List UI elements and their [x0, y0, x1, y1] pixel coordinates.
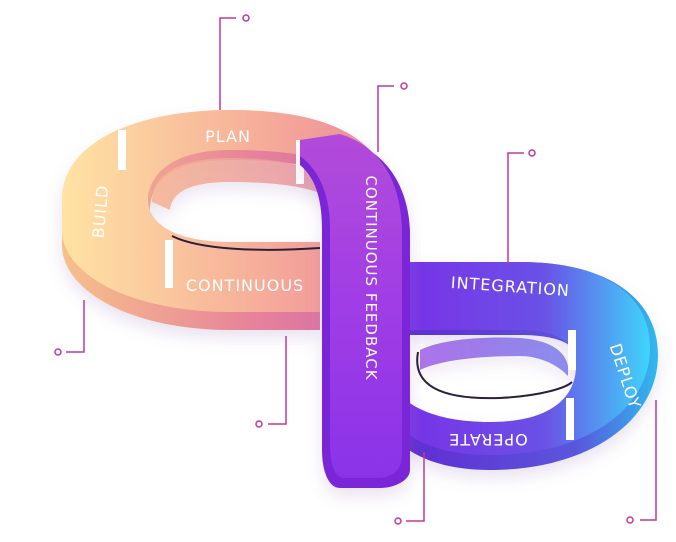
callout-operate [394, 452, 425, 525]
gap-plan-build [118, 130, 126, 170]
callout-build [54, 300, 85, 356]
gap-integration-deploy [568, 330, 576, 370]
label-continuous: CONTINUOUS [186, 276, 304, 295]
label-operate: OPERATE [448, 430, 527, 449]
gap-build-continuous [165, 240, 173, 288]
callout-plan [219, 14, 250, 110]
gap-deploy-operate [566, 398, 574, 440]
accent-curve-left [171, 235, 321, 251]
callouts [54, 14, 657, 525]
accent-curve-right [416, 351, 573, 400]
feedback-band [300, 134, 410, 488]
feedback-band-top [300, 134, 402, 478]
callout-feedback [377, 82, 408, 152]
label-plan: PLAN [205, 127, 251, 146]
callout-continuous [255, 336, 287, 428]
left-ring-top [62, 110, 370, 312]
callout-deploy [626, 400, 657, 524]
right-ring-inner [420, 337, 568, 376]
right-ring-top [388, 262, 650, 455]
right-ring [382, 262, 658, 470]
label-build: BUILD [89, 184, 113, 239]
label-continuous-feedback: CONTINUOUS FEEDBACK [362, 175, 380, 380]
left-ring-inner [152, 158, 335, 210]
callout-integration [507, 149, 536, 264]
